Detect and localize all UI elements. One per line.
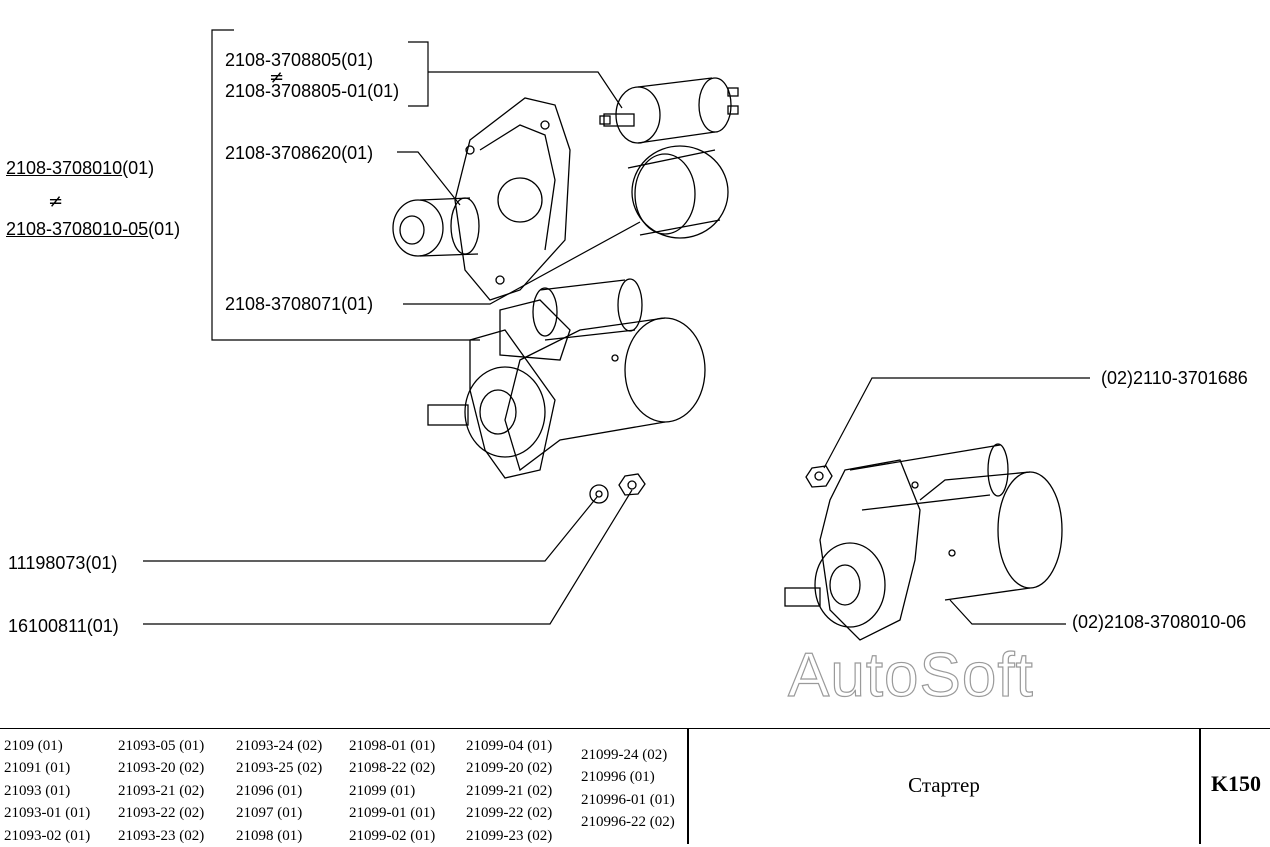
model-item: 21093-01 (01) [4,805,91,822]
model-column-2: 21093-05 (01) 21093-20 (02) 21093-21 (02… [118,735,204,847]
not-equal-sign: ≠ [48,191,64,212]
solenoid-label-box [408,41,429,107]
model-item: 21098 (01) [236,827,303,844]
model-item: 21099-20 (02) [466,760,553,777]
model-item: 21093-24 (02) [236,738,323,754]
model-item: 21093-05 (01) [118,738,205,754]
drive-and-bracket-part [392,97,571,301]
left-starter-part [427,278,706,479]
footer-divider [1199,729,1201,844]
starter-left-alt-label: 2108-3708010-05(01) [6,219,181,239]
model-column-1: 2109 (01) 21091 (01) 21093 (01) 21093-01… [4,735,90,847]
footer-table: 2109 (01) 21091 (01) 21093 (01) 21093-01… [0,728,1270,844]
model-column-5: 21099-04 (01) 21099-20 (02) 21099-21 (02… [466,735,552,847]
model-item: 21099-23 (02) [466,827,553,844]
model-item: 210996-22 (02) [581,814,675,831]
watermark: AutoSoft [787,640,1034,710]
model-item: 21098-01 (01) [349,738,436,754]
right-starter-part [784,443,1063,641]
model-item: 21097 (01) [236,805,303,822]
drive-label: 2108-3708620(01) [225,143,374,163]
solenoid-label: 2108-3708805(01) [225,50,374,70]
starter-left-label: 2108-3708010(01) [6,158,155,178]
model-item: 21093-21 (02) [118,782,205,799]
solenoid-part [599,77,739,144]
model-item: 21096 (01) [236,782,303,799]
nut-right-label: (02)2110-3701686 [1101,368,1248,388]
model-item: 210996 (01) [581,769,655,786]
model-item: 21093 (01) [4,782,71,799]
model-column-4: 21098-01 (01) 21098-22 (02) 21099 (01) 2… [349,735,435,847]
model-item: 21093-25 (02) [236,760,323,777]
bracket-line [211,29,480,341]
bushing-label: 2108-3708071(01) [225,294,374,314]
footer-divider [687,729,689,844]
right-nut-part [805,465,833,488]
not-equal-sign: ≠ [269,67,285,88]
solenoid-alt-label: 2108-3708805-01(01) [225,81,400,101]
washer-label: 11198073(01) [8,553,118,573]
page-title: Стартер [908,773,980,797]
leader-lines [143,29,1090,625]
page-code: K150 [1210,771,1262,796]
model-item: 21098-22 (02) [349,760,436,777]
model-item: 21099 (01) [349,782,416,799]
model-item: 21099-02 (01) [349,827,436,844]
model-item: 21093-22 (02) [118,805,205,822]
model-column-3: 21093-24 (02) 21093-25 (02) 21096 (01) 2… [236,735,322,847]
nut-part [618,473,646,496]
model-item: 21099-21 (02) [466,782,553,799]
model-item: 21091 (01) [4,760,71,777]
nut-label: 16100811(01) [8,616,119,636]
model-item: 210996-01 (01) [581,791,675,808]
model-item: 21099-22 (02) [466,805,553,822]
model-item: 21099-01 (01) [349,805,436,822]
bushing-ring-part [627,145,729,239]
model-item: 21093-20 (02) [118,760,205,777]
parts-diagram [143,29,1090,641]
model-item: 2109 (01) [4,738,63,754]
model-item: 21093-23 (02) [118,827,205,844]
model-column-6: 21099-24 (02) 210996 (01) 210996-01 (01)… [581,744,675,834]
starter-right-label: (02)2108-3708010-06 [1072,612,1247,632]
model-item: 21099-24 (02) [581,747,668,763]
model-item: 21093-02 (01) [4,827,91,844]
model-item: 21099-04 (01) [466,738,553,754]
washer-part [589,484,609,504]
